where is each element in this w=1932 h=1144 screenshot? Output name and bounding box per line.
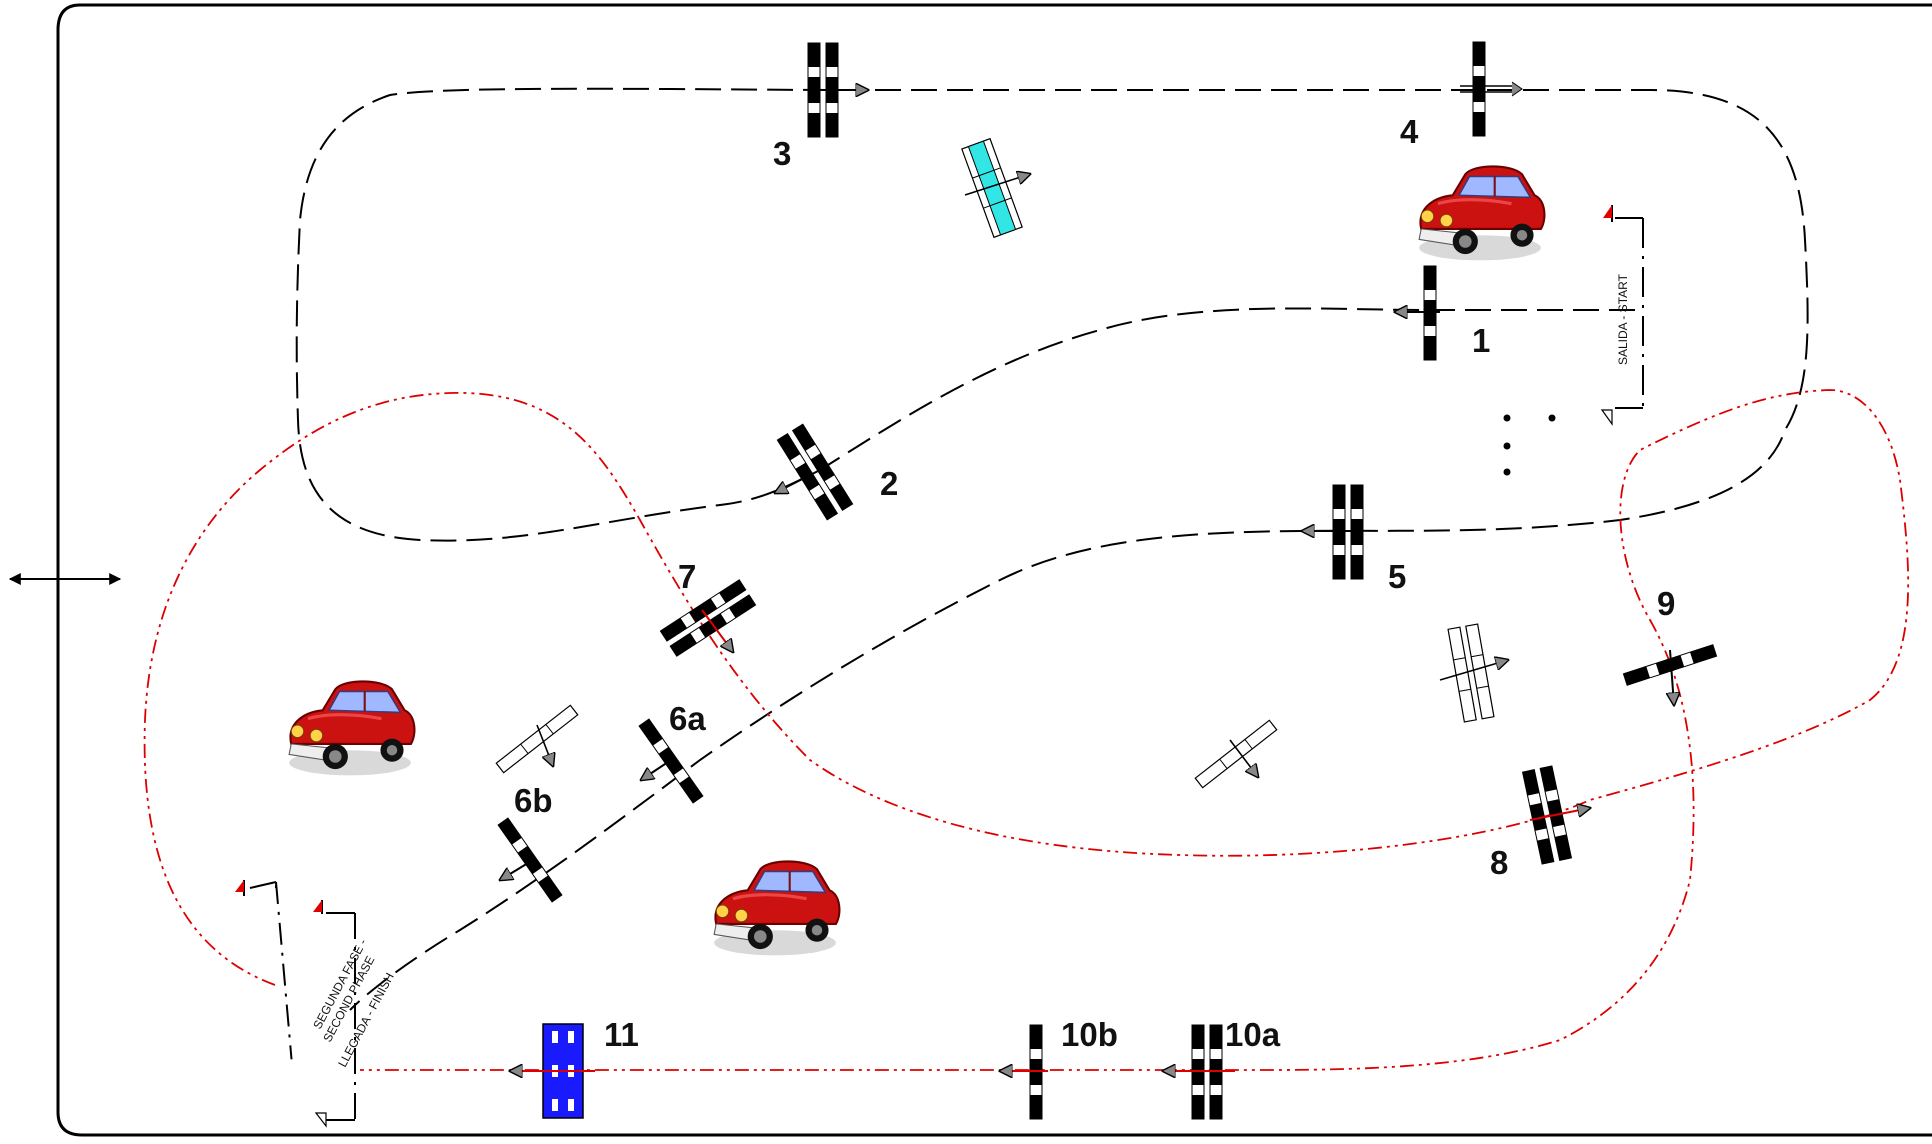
obstacle-1-number: 1	[1472, 322, 1490, 359]
white-obstacle-center	[1194, 719, 1278, 789]
obstacle-4: 4	[1400, 41, 1523, 150]
obstacle-7: 7	[660, 558, 755, 656]
red-car-icon	[287, 679, 417, 777]
red-car-icon	[712, 859, 842, 957]
arena-border	[56, 3, 1932, 1137]
second-phase-flag-icon	[235, 880, 245, 896]
obstacle-10a: 10a	[1163, 1016, 1281, 1119]
obstacle-4-number: 4	[1400, 113, 1419, 150]
obstacle-8-number: 8	[1490, 844, 1508, 881]
obstacle-10b: 10b	[1000, 1016, 1118, 1120]
obstacle-2: 2	[775, 424, 898, 520]
ellipsis-dots	[1503, 414, 1556, 476]
second-phase-line	[235, 880, 293, 1060]
obstacle-10a-number: 10a	[1225, 1016, 1281, 1053]
start-label: SALIDA - START	[1616, 273, 1630, 365]
obstacle-11-number: 11	[604, 1016, 639, 1053]
obstacle-6a: 6a	[639, 700, 706, 804]
obstacle-1: 1	[1395, 265, 1490, 361]
red-car-icon	[1417, 164, 1547, 262]
obstacle-7-number: 7	[678, 558, 696, 595]
finish-flag-icon	[313, 900, 323, 914]
finish-labels: SEGUNDA FASE - SECOND PHASE LLEGADA - FI…	[310, 937, 397, 1070]
white-oxer-right	[1439, 624, 1508, 722]
obstacle-3-number: 3	[773, 135, 791, 172]
start-flag-icon	[1603, 205, 1613, 222]
first-phase-route	[295, 87, 1809, 1011]
obstacle-5-number: 5	[1388, 558, 1406, 595]
obstacle-9-number: 9	[1657, 585, 1675, 622]
obstacle-10b-number: 10b	[1061, 1016, 1118, 1053]
finish-line	[313, 900, 356, 1128]
obstacle-6a-number: 6a	[669, 700, 706, 737]
obstacle-11: 11	[510, 1016, 639, 1119]
obstacle-3: 3	[773, 43, 868, 172]
cyan-barrier	[961, 138, 1030, 238]
white-obstacle-left	[495, 704, 579, 774]
obstacle-2-number: 2	[880, 465, 898, 502]
obstacle-6b-number: 6b	[514, 782, 553, 819]
obstacle-5: 5	[1302, 485, 1406, 595]
obstacle-6b: 6b	[498, 782, 563, 903]
obstacle-9: 9	[1622, 585, 1718, 705]
obstacle-8: 8	[1490, 766, 1590, 881]
start-line: SALIDA - START	[1600, 205, 1644, 426]
